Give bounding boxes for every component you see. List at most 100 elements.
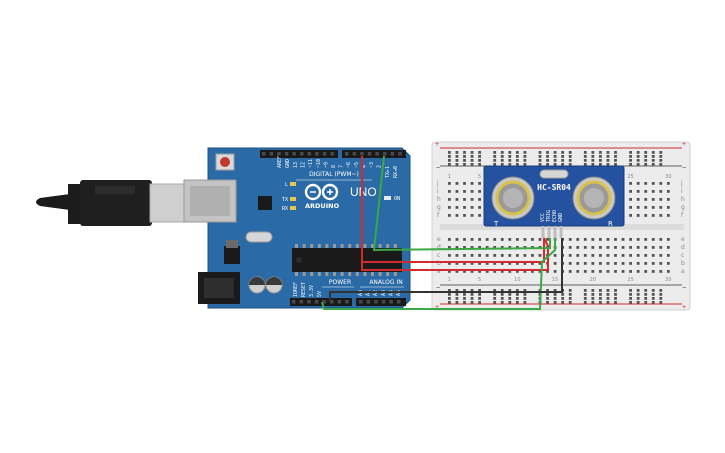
rail-hole[interactable]	[500, 151, 504, 154]
terminal-hole[interactable]	[651, 238, 655, 241]
rail-hole[interactable]	[553, 301, 557, 304]
terminal-hole[interactable]	[463, 262, 466, 265]
terminal-hole[interactable]	[470, 214, 474, 217]
rail-hole[interactable]	[478, 163, 481, 166]
terminal-hole[interactable]	[478, 262, 481, 265]
terminal-hole[interactable]	[508, 270, 512, 273]
rail-hole[interactable]	[553, 289, 557, 292]
terminal-hole[interactable]	[644, 238, 648, 241]
wire-black-gnd[interactable]	[329, 238, 563, 302]
terminal-hole[interactable]	[666, 262, 670, 265]
rail-hole[interactable]	[455, 151, 459, 154]
terminal-hole[interactable]	[659, 206, 663, 209]
terminal-hole[interactable]	[621, 238, 625, 241]
rail-hole[interactable]	[606, 289, 610, 292]
rail-hole[interactable]	[493, 301, 497, 304]
terminal-hole[interactable]	[523, 238, 527, 241]
header-pin[interactable]	[315, 152, 319, 156]
terminal-hole[interactable]	[591, 262, 595, 265]
rail-hole[interactable]	[599, 155, 602, 158]
rail-hole[interactable]	[659, 163, 663, 166]
terminal-hole[interactable]	[553, 254, 557, 257]
rail-hole[interactable]	[568, 289, 572, 292]
header-pin[interactable]	[284, 152, 289, 156]
rail-hole[interactable]	[538, 155, 542, 158]
terminal-hole[interactable]	[485, 270, 489, 273]
terminal-hole[interactable]	[659, 190, 663, 193]
terminal-hole[interactable]	[659, 246, 663, 249]
rail-hole[interactable]	[546, 297, 549, 300]
rail-hole[interactable]	[591, 289, 595, 292]
terminal-hole[interactable]	[606, 238, 610, 241]
terminal-hole[interactable]	[636, 182, 640, 185]
terminal-hole[interactable]	[629, 214, 632, 217]
terminal-hole[interactable]	[614, 246, 617, 249]
terminal-hole[interactable]	[568, 238, 572, 241]
rail-hole[interactable]	[651, 301, 655, 304]
rail-hole[interactable]	[636, 297, 640, 300]
terminal-hole[interactable]	[508, 262, 512, 265]
rail-hole[interactable]	[508, 297, 512, 300]
rail-hole[interactable]	[470, 289, 474, 292]
header-pin[interactable]	[330, 300, 334, 304]
rail-hole[interactable]	[463, 163, 466, 166]
terminal-hole[interactable]	[493, 262, 497, 265]
terminal-hole[interactable]	[470, 182, 474, 185]
terminal-hole[interactable]	[666, 238, 670, 241]
rail-hole[interactable]	[644, 293, 648, 296]
rail-hole[interactable]	[515, 297, 519, 300]
terminal-hole[interactable]	[455, 198, 459, 201]
rail-hole[interactable]	[636, 159, 640, 162]
terminal-hole[interactable]	[470, 270, 474, 273]
terminal-hole[interactable]	[523, 254, 527, 257]
header-pin[interactable]	[359, 300, 363, 304]
rail-hole[interactable]	[606, 163, 610, 166]
terminal-hole[interactable]	[463, 198, 466, 201]
rail-hole[interactable]	[515, 151, 519, 154]
rail-hole[interactable]	[606, 301, 610, 304]
terminal-hole[interactable]	[614, 254, 617, 257]
rail-hole[interactable]	[568, 159, 572, 162]
rail-hole[interactable]	[599, 293, 602, 296]
rail-hole[interactable]	[629, 151, 632, 154]
rail-hole[interactable]	[553, 297, 557, 300]
terminal-hole[interactable]	[455, 238, 459, 241]
rail-hole[interactable]	[636, 163, 640, 166]
terminal-hole[interactable]	[568, 270, 572, 273]
terminal-hole[interactable]	[666, 246, 670, 249]
header-pin[interactable]	[262, 152, 266, 156]
rail-hole[interactable]	[463, 155, 466, 158]
rail-hole[interactable]	[523, 297, 527, 300]
rail-hole[interactable]	[508, 151, 512, 154]
rail-hole[interactable]	[500, 289, 504, 292]
terminal-hole[interactable]	[636, 254, 640, 257]
rail-hole[interactable]	[606, 159, 610, 162]
terminal-hole[interactable]	[629, 198, 632, 201]
rail-hole[interactable]	[553, 155, 557, 158]
rail-hole[interactable]	[561, 297, 565, 300]
rail-hole[interactable]	[606, 151, 610, 154]
terminal-hole[interactable]	[568, 246, 572, 249]
rail-hole[interactable]	[515, 155, 519, 158]
rail-hole[interactable]	[568, 155, 572, 158]
terminal-hole[interactable]	[583, 254, 587, 257]
rail-hole[interactable]	[591, 293, 595, 296]
rail-hole[interactable]	[546, 159, 549, 162]
rail-hole[interactable]	[455, 297, 459, 300]
terminal-hole[interactable]	[515, 262, 519, 265]
wire-red-power[interactable]	[361, 237, 549, 271]
rail-hole[interactable]	[659, 293, 663, 296]
header-pin[interactable]	[352, 152, 357, 156]
terminal-hole[interactable]	[478, 190, 481, 193]
rail-hole[interactable]	[470, 155, 474, 158]
rail-hole[interactable]	[508, 159, 512, 162]
terminal-hole[interactable]	[636, 214, 640, 217]
header-pin[interactable]	[367, 152, 372, 156]
rail-hole[interactable]	[591, 151, 595, 154]
terminal-hole[interactable]	[485, 238, 489, 241]
header-pin[interactable]	[345, 300, 349, 304]
header-pin[interactable]	[374, 300, 378, 304]
terminal-hole[interactable]	[538, 270, 542, 273]
terminal-hole[interactable]	[455, 262, 459, 265]
rail-hole[interactable]	[583, 163, 587, 166]
